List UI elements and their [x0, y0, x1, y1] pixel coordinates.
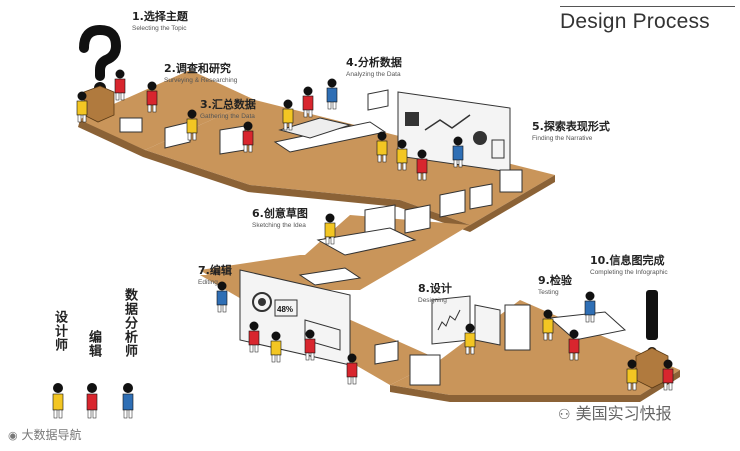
- editor-figure: [304, 329, 316, 361]
- step-label-10: 10.信息图完成 Completing the Infographic: [590, 252, 668, 276]
- designer-figure: [626, 359, 638, 391]
- editor-figure: [302, 86, 314, 118]
- designer-figure: [186, 109, 198, 141]
- step-4-title: 4.分析数据: [346, 56, 402, 69]
- step-1-title: 1.选择主题: [132, 10, 188, 23]
- editor-figure: [146, 81, 158, 113]
- weibo-icon: ◉: [8, 429, 18, 442]
- step-6-title: 6.创意草图: [252, 207, 308, 220]
- legend-editor-label: 编辑: [86, 330, 101, 358]
- legend-editor-figure: [86, 383, 98, 419]
- designer-figure: [270, 331, 282, 363]
- step-label-9: 9.检验 Testing: [538, 272, 572, 296]
- step-9-title: 9.检验: [538, 274, 572, 287]
- step-8-title: 8.设计: [418, 282, 452, 295]
- designer-figure: [76, 91, 88, 123]
- floor-side-1: [78, 120, 470, 232]
- watermark-left: ◉ 大数据导航: [8, 426, 81, 443]
- designer-figure: [376, 131, 388, 163]
- step-7-title: 7.编辑: [198, 264, 232, 277]
- header-rule: [560, 6, 735, 7]
- analyst-figure: [452, 136, 464, 168]
- step-5-subtitle: Finding the Narrative: [532, 135, 593, 142]
- step-8-subtitle: Designing: [418, 297, 447, 304]
- step-label-5: 5.探索表现形式 Finding the Narrative: [532, 118, 610, 142]
- floor-side-3: [390, 385, 640, 402]
- watermark-right: ⚇ 美国实习快报: [558, 400, 672, 424]
- step-label-1: 1.选择主题 Selecting the Topic: [132, 8, 188, 32]
- editor-figure: [114, 69, 126, 101]
- watermark-right-text: 美国实习快报: [575, 404, 672, 423]
- analyst-figure: [216, 281, 228, 313]
- designer-figure: [282, 99, 294, 131]
- step-2-subtitle: Surveying & Researching: [164, 77, 238, 84]
- watermark-left-text: 大数据导航: [21, 428, 82, 442]
- step-label-4: 4.分析数据 Analyzing the Data: [346, 54, 402, 78]
- step-2-title: 2.调查和研究: [164, 62, 231, 75]
- editor-figure: [568, 329, 580, 361]
- designer-figure: [324, 213, 336, 245]
- percent-readout: 48%: [277, 305, 293, 314]
- floor-side-2: [470, 175, 555, 232]
- step-label-6: 6.创意草图 Sketching the Idea: [252, 205, 308, 229]
- step-10-title: 10.信息图完成: [590, 254, 665, 267]
- step-9-subtitle: Testing: [538, 289, 559, 296]
- header: Design Process: [560, 6, 735, 34]
- page-title: Design Process: [560, 10, 710, 33]
- question-mark-icon: [79, 24, 122, 123]
- step-label-2: 2.调查和研究 Surveying & Researching: [164, 60, 237, 84]
- legend-figures: [52, 383, 134, 419]
- editor-figure: [416, 149, 428, 181]
- step-label-3: 3.汇总数据 Gathering the Data: [200, 96, 256, 120]
- step-3-title: 3.汇总数据: [200, 98, 256, 111]
- editor-figure: [662, 359, 674, 391]
- editor-figure: [346, 353, 358, 385]
- analyst-figure: [584, 291, 596, 323]
- step-7-subtitle: Editing: [198, 279, 218, 286]
- step-3-subtitle: Gathering the Data: [200, 113, 255, 120]
- step-10-subtitle: Completing the Infographic: [590, 269, 668, 276]
- step-5-title: 5.探索表现形式: [532, 120, 610, 133]
- step-4-subtitle: Analyzing the Data: [346, 71, 401, 78]
- analyst-figure: [326, 78, 338, 110]
- legend-analyst-label: 数据分析师: [122, 288, 137, 358]
- step-label-8: 8.设计 Designing: [418, 280, 452, 304]
- editor-figure: [242, 121, 254, 153]
- step-1-subtitle: Selecting the Topic: [132, 25, 187, 32]
- designer-figure: [464, 323, 476, 355]
- designer-figure: [396, 139, 408, 171]
- desks-and-computers: [119, 89, 627, 386]
- step-label-7: 7.编辑 Editing: [198, 262, 232, 286]
- legend-designer-figure: [52, 383, 64, 419]
- editor-figure: [248, 321, 260, 353]
- people: [76, 69, 674, 391]
- step-6-subtitle: Sketching the Idea: [252, 222, 306, 229]
- floor-segment-6: [390, 300, 680, 395]
- legend-analyst-figure: [122, 383, 134, 419]
- wechat-icon: ⚇: [558, 407, 571, 423]
- designer-figure: [542, 309, 554, 341]
- design-board: [431, 295, 501, 346]
- legend-designer-label: 设计师: [52, 310, 67, 352]
- exclamation-mark-icon: [635, 290, 669, 389]
